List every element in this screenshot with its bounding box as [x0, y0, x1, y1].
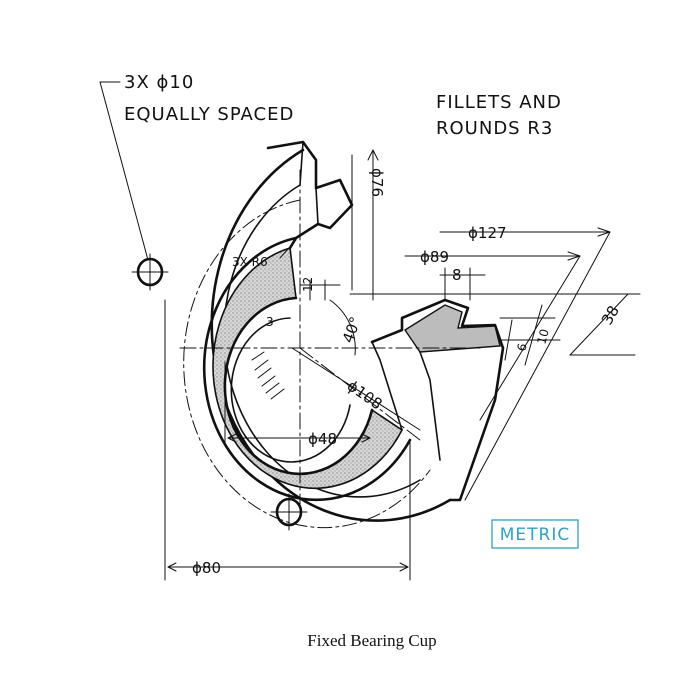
right-section-fill — [404, 304, 501, 353]
dim-r6: 3X R6 — [232, 255, 268, 269]
flange-step-arc — [202, 236, 412, 502]
dimension-lines — [99, 81, 641, 581]
metric-label: METRIC — [500, 525, 571, 545]
dim-6: 6 — [514, 342, 530, 353]
holes-note-line1: 3X ϕ10 — [124, 72, 194, 93]
bearing-cup-body — [131, 140, 505, 531]
bolt-circle-line — [183, 199, 431, 529]
inner-bore-arc — [223, 296, 374, 476]
bolt-hole-bottom — [270, 493, 308, 531]
dim-10: 10 — [534, 327, 551, 345]
top-section-profile — [266, 140, 354, 250]
dim-80: ϕ80 — [192, 559, 221, 577]
dim-8: 8 — [452, 266, 462, 284]
dim-3: 3 — [266, 315, 274, 329]
fillets-note-line2: ROUNDS R3 — [436, 118, 553, 139]
dim-48: ϕ48 — [308, 430, 337, 448]
fillets-note-line1: FILLETS AND — [436, 92, 562, 113]
inner-bore-edge — [230, 317, 351, 463]
dim-89: ϕ89 — [420, 248, 449, 266]
rim-inner-edge — [223, 184, 421, 498]
dim-38: 38 — [598, 302, 623, 328]
dim-angle-40: 40° — [339, 314, 365, 345]
dim-76: ϕ76 — [368, 168, 386, 197]
right-section-profile — [370, 298, 505, 502]
holes-note-line2: EQUALLY SPACED — [124, 104, 294, 125]
bore-hatching — [251, 351, 285, 400]
metric-badge: METRIC — [491, 519, 579, 549]
dim-127: ϕ127 — [468, 224, 507, 242]
figure-caption: Fixed Bearing Cup — [307, 631, 436, 650]
bolt-hole-left — [131, 253, 169, 291]
centre-lines — [179, 169, 481, 521]
dim-12: 12 — [301, 277, 315, 292]
